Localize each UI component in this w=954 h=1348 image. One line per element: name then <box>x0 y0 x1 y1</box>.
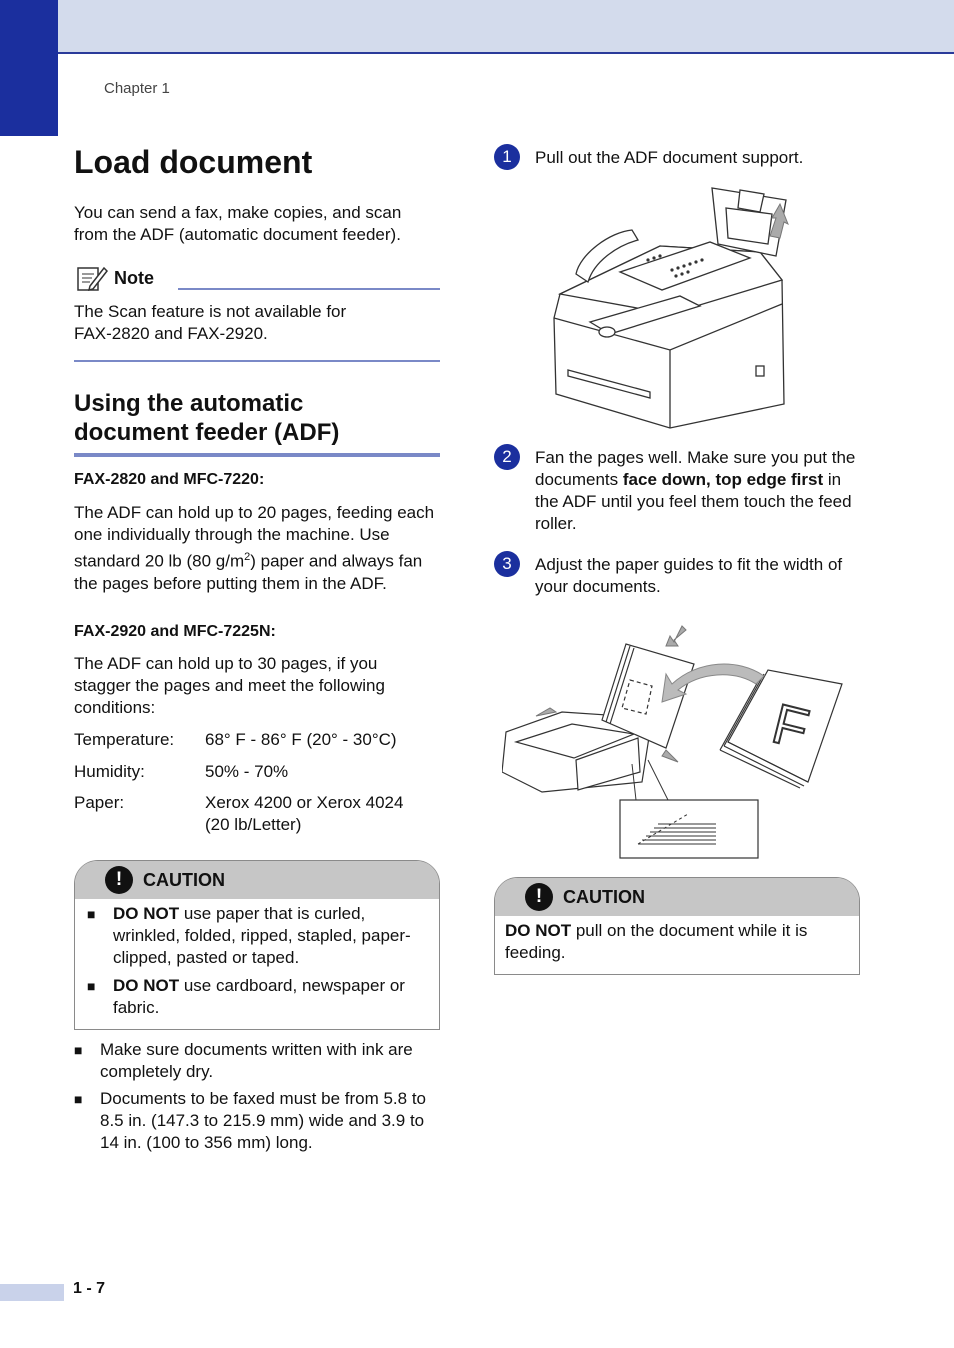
caution-text: DO NOT pull on the document while it is … <box>495 916 859 964</box>
spec-row: Paper: Xerox 4200 or Xerox 4024 (20 lb/L… <box>74 792 440 836</box>
exclamation-icon: ! <box>525 883 553 911</box>
note-end-rule <box>74 360 440 362</box>
list-item-text: Make sure documents written with ink are… <box>100 1040 413 1081</box>
list-item-text: Documents to be faxed must be from 5.8 t… <box>100 1089 426 1152</box>
caution-item-bold: DO NOT <box>113 904 180 923</box>
para1-sup: 2 <box>244 551 251 563</box>
paragraph-adf-20: The ADF can hold up to 20 pages, feeding… <box>74 502 440 595</box>
chapter-label: Chapter 1 <box>104 80 170 97</box>
page-number: 1 - 7 <box>73 1280 106 1297</box>
step-number: 3 <box>494 551 520 577</box>
caution-label: CAUTION <box>563 886 645 907</box>
bullet-square-icon: ■ <box>74 1091 83 1107</box>
spec-value: Xerox 4200 or Xerox 4024 (20 lb/Letter) <box>205 793 404 834</box>
spec-row: Humidity: 50% - 70% <box>74 761 440 783</box>
caution-item-bold: DO NOT <box>113 976 180 995</box>
subheading-fax2820: FAX-2820 and MFC-7220: <box>74 471 265 488</box>
spec-value: 50% - 70% <box>205 762 289 781</box>
spec-value: 68° F - 86° F (20° - 30°C) <box>205 730 397 749</box>
caution-box-right: ! CAUTION DO NOT pull on the document wh… <box>494 877 860 975</box>
section-title: Using the automatic document feeder (ADF… <box>74 389 339 447</box>
bullet-square-icon: ■ <box>74 1042 83 1058</box>
step-text: Adjust the paper guides to fit the width… <box>535 555 843 596</box>
step-number: 1 <box>494 144 520 170</box>
caution-item-text: use paper that is curled, wrinkled, fold… <box>113 904 411 967</box>
fax-machine-illustration <box>553 187 789 429</box>
caution-item: ■ DO NOT use paper that is curled, wrink… <box>87 903 429 969</box>
caution-bold: DO NOT <box>505 921 572 940</box>
note-rule <box>178 288 440 290</box>
step-text: Fan the pages well. Make sure you put th… <box>535 447 860 535</box>
caution-header: ! CAUTION <box>75 861 439 899</box>
exclamation-icon: ! <box>105 866 133 894</box>
spec-row: Temperature: 68° F - 86° F (20° - 30°C) <box>74 729 440 751</box>
page-title: Load document <box>74 144 313 180</box>
caution-label: CAUTION <box>143 869 225 890</box>
spec-key: Paper: <box>74 793 125 812</box>
caution-rest: pull on the document while it is feeding… <box>505 921 808 962</box>
caution-item-text: use cardboard, newspaper or fabric. <box>113 976 405 1017</box>
para1-b: ) paper and always fan the pages before … <box>74 551 423 593</box>
section-title-line-1: Using the automatic <box>74 390 304 417</box>
requirements-list: ■ Make sure documents written with ink a… <box>74 1039 440 1154</box>
note-line-1: The Scan feature is not available for <box>74 302 347 321</box>
note-pencil-icon <box>77 266 108 292</box>
step-text: Pull out the ADF document support. <box>535 148 804 167</box>
step-text-b: in the ADF until you feel them touch the… <box>535 470 852 533</box>
chapter-tab <box>0 0 58 136</box>
subheading-fax2920: FAX-2920 and MFC-7225N: <box>74 623 276 640</box>
step-number: 2 <box>494 444 520 470</box>
note-heading: Note <box>76 264 154 292</box>
paragraph-adf-30: The ADF can hold up to 30 pages, if you … <box>74 654 385 717</box>
section-title-line-2: document feeder (ADF) <box>74 419 340 446</box>
spec-key: Humidity: <box>74 762 145 781</box>
list-item: ■ Documents to be faxed must be from 5.8… <box>74 1088 440 1154</box>
note-label: Note <box>114 267 154 288</box>
step-text-bold: face down, top edge first <box>622 470 824 489</box>
bullet-square-icon: ■ <box>87 906 96 922</box>
caution-body: ■ DO NOT use paper that is curled, wrink… <box>75 899 439 1019</box>
caution-box: ! CAUTION ■ DO NOT use paper that is cur… <box>74 860 440 1030</box>
caution-header: ! CAUTION <box>495 878 859 916</box>
note-line-2: FAX-2820 and FAX-2920. <box>74 324 268 343</box>
paper-guides-illustration: F <box>502 625 843 859</box>
step-text-a: Fan the pages well. Make sure you put th… <box>535 448 856 489</box>
para1-a: The ADF can hold up to 20 pages, feeding… <box>74 503 435 571</box>
bullet-square-icon: ■ <box>87 978 96 994</box>
intro-text: You can send a fax, make copies, and sca… <box>74 203 402 244</box>
header-bar <box>0 0 954 54</box>
spec-key: Temperature: <box>74 730 175 749</box>
list-item: ■ Make sure documents written with ink a… <box>74 1039 440 1083</box>
footer-bar <box>0 1284 64 1301</box>
section-rule <box>74 453 440 457</box>
caution-item: ■ DO NOT use cardboard, newspaper or fab… <box>87 975 429 1019</box>
